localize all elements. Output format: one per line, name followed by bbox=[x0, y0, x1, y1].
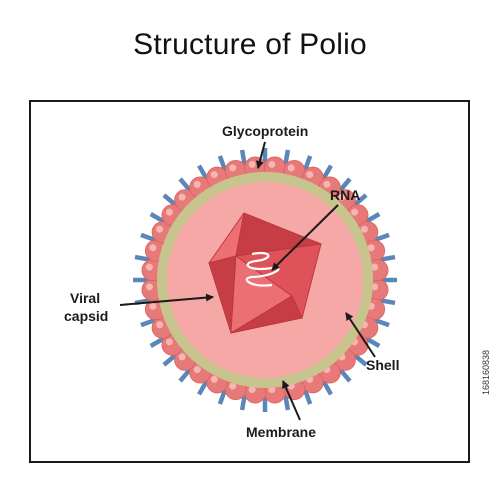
membrane-bead-highlight bbox=[229, 382, 237, 390]
membrane-bead-highlight bbox=[145, 263, 153, 271]
membrane-bead-highlight bbox=[193, 180, 201, 188]
membrane-bead-highlight bbox=[287, 164, 295, 172]
rna-arrow bbox=[271, 204, 339, 271]
membrane-bead-highlight bbox=[371, 263, 379, 271]
membrane-bead-highlight bbox=[156, 225, 164, 233]
membrane-bead-highlight bbox=[360, 225, 368, 233]
membrane-bead-highlight bbox=[338, 193, 346, 201]
capsid-face bbox=[230, 295, 303, 334]
glycoprotein-arrow bbox=[255, 141, 266, 169]
glycoprotein-label: Glycoprotein bbox=[222, 123, 309, 139]
membrane-bead-highlight bbox=[156, 321, 164, 329]
membrane-bead-highlight bbox=[165, 338, 173, 346]
membrane-bead-highlight bbox=[229, 164, 237, 172]
membrane-bead-highlight bbox=[268, 160, 276, 168]
membrane-bead-highlight bbox=[210, 375, 218, 383]
viral-capsid-arrow bbox=[119, 293, 214, 306]
shell-arrow bbox=[345, 312, 376, 358]
diagram-title: Structure of Polio bbox=[133, 28, 367, 61]
membrane-bead-highlight bbox=[351, 208, 359, 216]
membrane-bead-highlight bbox=[165, 208, 173, 216]
membrane-bead-highlight bbox=[193, 366, 201, 374]
membrane-bead-highlight bbox=[248, 160, 256, 168]
membrane-bead-highlight bbox=[178, 353, 186, 361]
membrane-bead-highlight bbox=[210, 171, 218, 179]
membrane-bead-highlight bbox=[323, 180, 331, 188]
membrane-label: Membrane bbox=[246, 424, 317, 440]
membrane-bead-highlight bbox=[149, 302, 157, 310]
label-arrows bbox=[119, 141, 376, 421]
rna-label: RNA bbox=[330, 187, 361, 203]
membrane-bead-highlight bbox=[178, 193, 186, 201]
viral-capsid-label-line2: capsid bbox=[64, 308, 109, 324]
shell-label: Shell bbox=[366, 357, 400, 373]
membrane-bead-highlight bbox=[248, 386, 256, 394]
membrane-bead-highlight bbox=[149, 244, 157, 252]
diagram-frame bbox=[29, 100, 470, 463]
side-stock-number: 168160838 bbox=[481, 349, 491, 395]
viral-capsid-label-line1: Viral bbox=[70, 290, 101, 306]
membrane-bead-highlight bbox=[367, 244, 375, 252]
membrane-beads bbox=[141, 156, 389, 404]
membrane-arrow bbox=[282, 380, 301, 421]
membrane-bead-highlight bbox=[145, 283, 153, 291]
membrane-bead-highlight bbox=[306, 171, 314, 179]
